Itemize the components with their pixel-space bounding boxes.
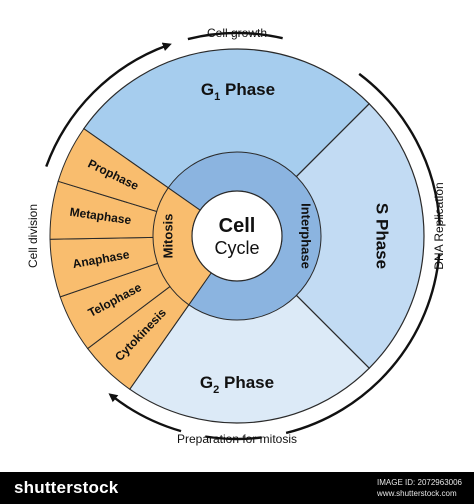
dna-replication-label: DNA Replication	[432, 182, 446, 269]
phase-sectors	[49, 48, 425, 424]
center-label-cell: Cell	[219, 215, 256, 237]
stock-footer: shutterstock IMAGE ID: 2072963006 www.sh…	[0, 472, 474, 504]
preparation-arrow	[108, 393, 182, 433]
outer-arrows	[45, 31, 441, 441]
cell-growth-arc-right	[358, 72, 441, 226]
cell-division-arrow	[45, 42, 172, 167]
image-meta: IMAGE ID: 2072963006 www.shutterstock.co…	[377, 477, 462, 499]
preparation-arc-mid	[205, 435, 262, 441]
site-url: www.shutterstock.com	[377, 489, 457, 498]
mitosis-label: Mitosis	[160, 214, 175, 259]
g1-phase-label-subscript: 1	[214, 91, 220, 103]
cell-growth-label: Cell growth	[207, 26, 267, 40]
center-label-cycle: Cycle	[214, 238, 259, 258]
g2-phase-label: G2 Phase	[200, 373, 274, 396]
g1-phase-label: G1 Phase	[201, 80, 275, 103]
g2-phase-label-letter: G	[200, 373, 213, 392]
inner-rings	[152, 151, 322, 321]
center-circle	[191, 190, 283, 282]
g1-phase-label-letter: G	[201, 80, 214, 99]
cell-growth-arc-left	[187, 31, 283, 41]
interphase-label: Interphase	[299, 203, 314, 269]
g2-phase-label-subscript: 2	[213, 384, 219, 396]
g1-phase-label-rest: Phase	[220, 80, 275, 99]
dna-replication-arc	[285, 253, 441, 435]
preparation-label: Preparation for mitosis	[177, 432, 297, 446]
g2-phase-label-rest: Phase	[219, 373, 274, 392]
brand-logo: shutterstock	[14, 478, 119, 497]
image-id: IMAGE ID: 2072963006	[377, 478, 462, 487]
s-phase-label: S Phase	[373, 203, 392, 269]
cell-division-label: Cell division	[26, 204, 40, 268]
